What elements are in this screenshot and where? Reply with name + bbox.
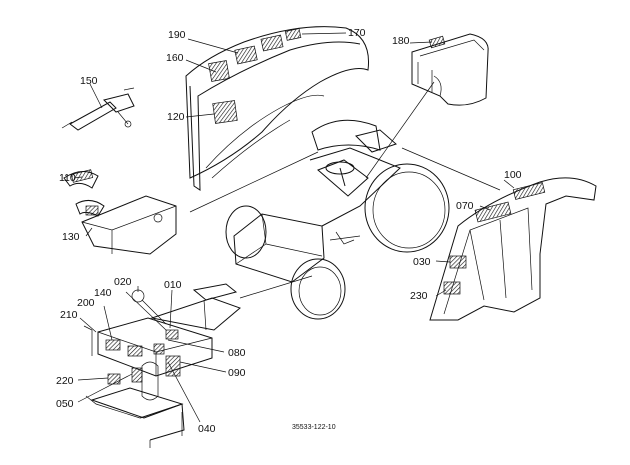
callout-200: 200 [77,297,95,309]
part-130 [63,169,177,255]
callout-180: 180 [392,35,410,47]
callout-080: 080 [228,347,246,359]
callout-220: 220 [56,375,74,387]
drawing-number: 35533-122-10 [292,424,336,431]
callout-110: 110 [59,172,76,184]
callout-190: 190 [168,29,186,41]
callout-010: 010 [164,279,182,291]
part-100 [429,177,597,321]
callout-160: 160 [166,52,184,64]
part-180 [411,33,489,106]
callout-100: 100 [504,169,522,181]
part-150 [61,87,135,131]
callout-070: 070 [456,200,474,212]
callout-030: 030 [413,256,431,268]
callout-090: 090 [228,367,246,379]
callout-140: 140 [94,287,112,299]
fender-panel [185,26,370,191]
leader-lines [73,32,515,423]
callout-020: 020 [114,276,132,288]
callout-120: 120 [167,111,185,123]
callout-040: 040 [198,423,216,435]
callout-050: 050 [56,398,74,410]
callout-170: 170 [348,27,366,39]
callout-230: 230 [410,290,428,302]
tractor-body [189,81,501,320]
callout-130: 130 [62,231,80,243]
lower-frame [83,283,241,448]
callout-150: 150 [80,75,98,87]
callout-210: 210 [60,309,78,321]
